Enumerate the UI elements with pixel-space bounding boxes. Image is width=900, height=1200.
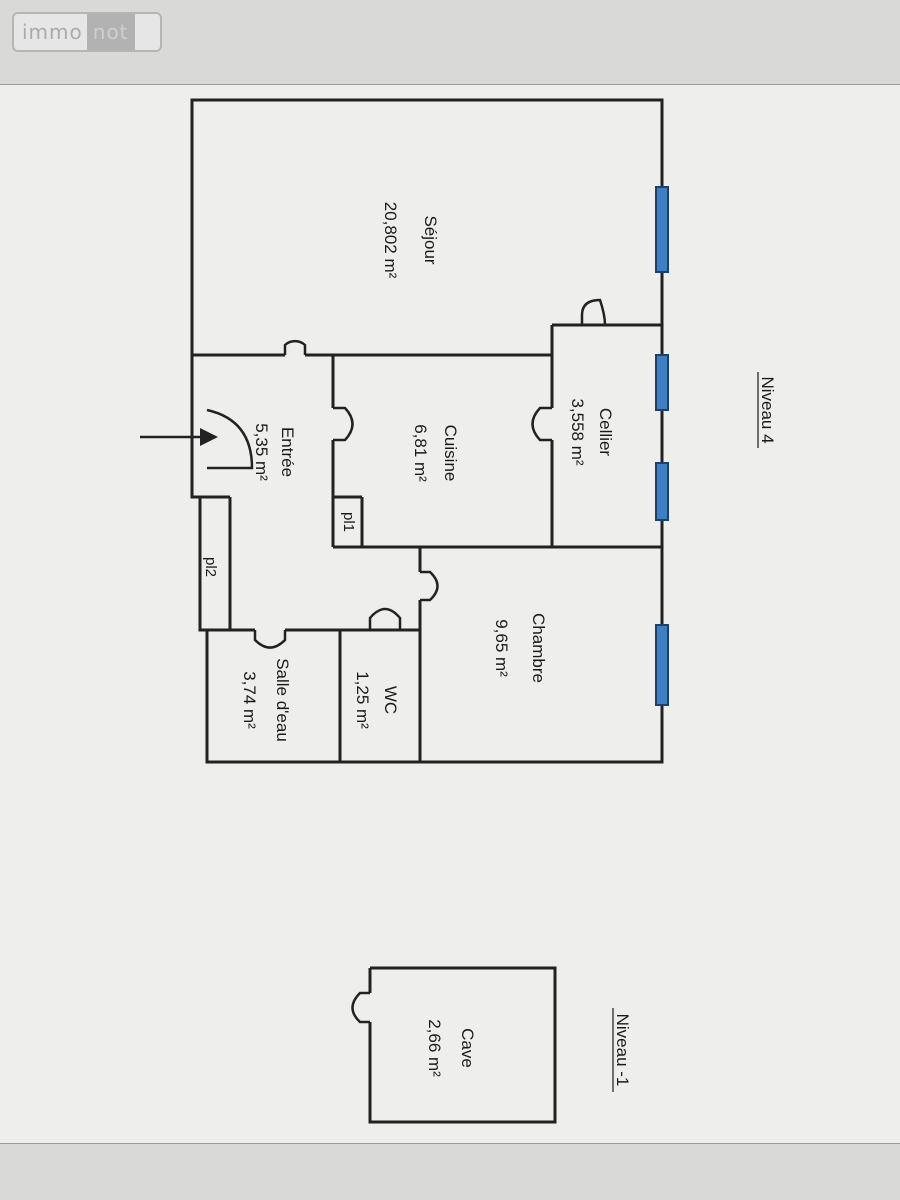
room-cellier: Cellier 3,558 m² <box>568 398 615 465</box>
room-cave-area: 2,66 m² <box>425 1019 444 1077</box>
window-chambre <box>655 624 669 706</box>
level-label-main: Niveau 4 <box>757 372 777 448</box>
entrance-arrow <box>140 428 218 446</box>
watermark-part2: not <box>86 14 135 50</box>
room-sejour: Séjour 20,802 m² <box>381 202 440 279</box>
watermark-logo: immo not <box>12 12 162 52</box>
interior-walls <box>192 323 662 762</box>
closet-pl2: pl2 <box>202 557 219 577</box>
room-cave-name: Cave <box>458 1028 477 1068</box>
level-label-basement: Niveau -1 <box>612 1008 632 1092</box>
window-sejour <box>655 186 669 273</box>
closet-pl2-label: pl2 <box>202 557 219 577</box>
room-sejour-area: 20,802 m² <box>381 202 400 279</box>
level-main-text: Niveau 4 <box>758 376 777 443</box>
room-entree-area: 5,35 m² <box>252 423 271 481</box>
doors <box>206 298 607 649</box>
room-wc: WC 1,25 m² <box>353 671 400 729</box>
room-entree-name: Entrée <box>278 427 297 477</box>
closet-pl1: pl1 <box>340 512 357 532</box>
room-cave: Cave 2,66 m² <box>425 1019 477 1077</box>
room-cellier-name: Cellier <box>596 408 615 457</box>
room-cuisine: Cuisine 6,81 m² <box>411 424 460 482</box>
paper-top-edge <box>0 84 900 85</box>
window-cellier <box>655 354 669 411</box>
windows <box>655 186 669 706</box>
room-cellier-area: 3,558 m² <box>568 398 587 465</box>
room-sejour-name: Séjour <box>421 215 440 264</box>
room-entree: Entrée 5,35 m² <box>252 423 297 481</box>
room-chambre-area: 9,65 m² <box>492 619 511 677</box>
level-basement-text: Niveau -1 <box>613 1014 632 1087</box>
closet-pl1-label: pl1 <box>340 512 357 532</box>
watermark-part1: immo <box>22 20 83 44</box>
room-cuisine-area: 6,81 m² <box>411 424 430 482</box>
room-salle-name: Salle d'eau <box>273 658 292 742</box>
room-salle-area: 3,74 m² <box>240 671 259 729</box>
room-cuisine-name: Cuisine <box>441 425 460 482</box>
room-wc-name: WC <box>381 686 400 714</box>
cave-outline <box>351 966 557 1124</box>
room-chambre-name: Chambre <box>529 613 548 683</box>
room-wc-area: 1,25 m² <box>353 671 372 729</box>
window-cuisine <box>655 462 669 521</box>
room-salle-deau: Salle d'eau 3,74 m² <box>240 658 292 742</box>
paper-bottom-edge <box>0 1143 900 1144</box>
room-chambre: Chambre 9,65 m² <box>492 613 548 683</box>
